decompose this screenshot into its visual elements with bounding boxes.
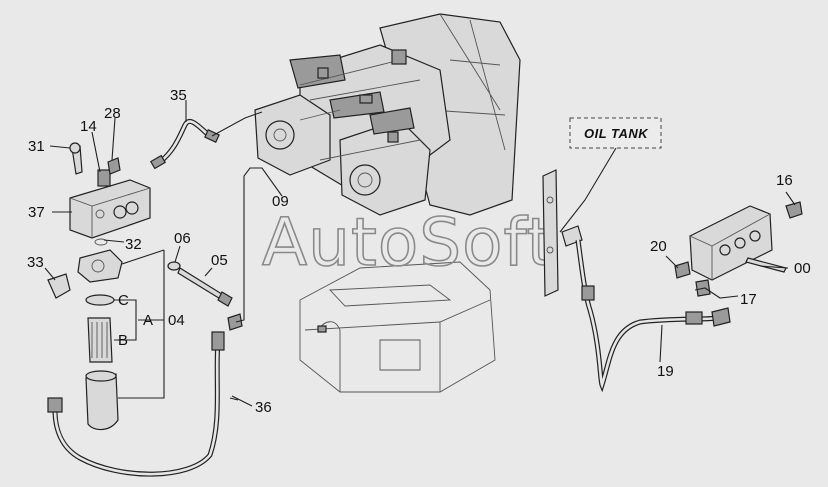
hose-35 [149, 118, 220, 170]
hydraulic-pump-assembly [254, 13, 521, 216]
callout-A: A [143, 312, 153, 329]
right-manifold [674, 201, 803, 297]
callout-36: 36 [255, 399, 272, 416]
callout-20: 20 [650, 238, 667, 255]
watermark-text: AutoSoft [262, 204, 553, 281]
oil-tank-callout: OIL TANK [569, 117, 662, 149]
callout-labels: 35 28 14 31 37 09 32 06 33 05 C A 04 B 3… [27, 87, 811, 416]
excavator-cab-outline [299, 261, 496, 393]
callout-06: 06 [174, 230, 191, 247]
callout-09: 09 [272, 193, 289, 210]
callout-00: 00 [794, 260, 811, 277]
callout-35: 35 [170, 87, 187, 104]
oil-tank-label: OIL TANK [584, 126, 649, 141]
hose-19 [575, 239, 731, 393]
oil-tank-bracket [542, 169, 583, 297]
leader-lines [44, 100, 796, 407]
callout-31: 31 [28, 138, 45, 155]
callout-28: 28 [104, 105, 121, 122]
callout-14: 14 [80, 118, 97, 135]
valve-block [69, 142, 151, 239]
callout-B: B [118, 332, 128, 349]
callout-33: 33 [27, 254, 44, 271]
hose-36 [47, 313, 243, 477]
callout-16: 16 [776, 172, 793, 189]
bolt-and-washer [167, 261, 233, 307]
callout-19: 19 [657, 363, 674, 380]
callout-04: 04 [168, 312, 185, 329]
callout-37: 37 [28, 204, 45, 221]
callout-C: C [118, 292, 129, 309]
callout-17: 17 [740, 291, 757, 308]
filter-parts [85, 294, 119, 431]
filter-head [47, 238, 123, 299]
callout-32: 32 [125, 236, 142, 253]
callout-05: 05 [211, 252, 228, 269]
